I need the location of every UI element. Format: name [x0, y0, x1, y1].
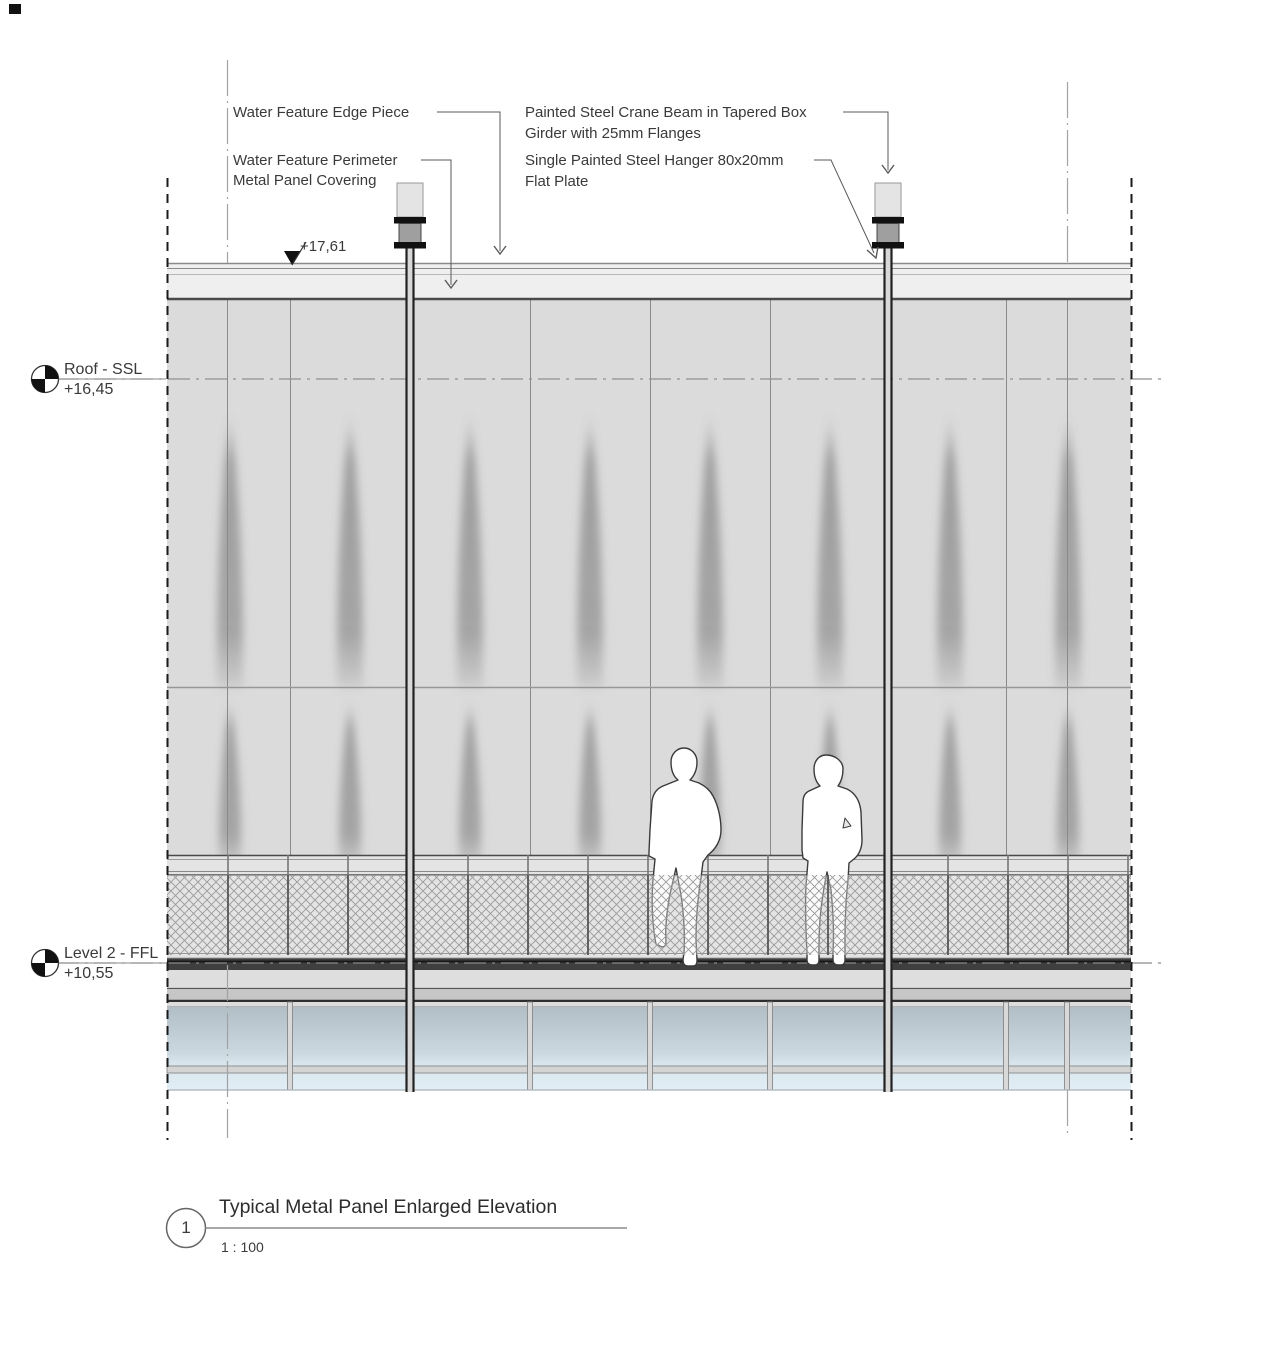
- grid-lines: [226, 60, 1069, 1138]
- datum-symbol-level2-icon: [30, 948, 166, 978]
- panel-shadow-streaks-upper: [217, 410, 1081, 688]
- label-water-feature-perimeter-line1: Water Feature Perimeter: [233, 152, 398, 169]
- datum-symbol-roof-icon: [30, 364, 166, 394]
- drawing-scale: 1 : 100: [221, 1239, 264, 1255]
- level-roof-elevation: +16,45: [64, 381, 114, 398]
- label-crane-beam-line2: Girder with 25mm Flanges: [525, 125, 701, 142]
- scope-boundary-lines: [166, 178, 1133, 1140]
- label-crane-beam-line1: Painted Steel Crane Beam in Tapered Box: [525, 104, 807, 121]
- walkway-dark-edge: [167, 959, 1131, 970]
- sheet-corner-mark: [9, 4, 21, 14]
- label-hanger-line1: Single Painted Steel Hanger 80x20mm: [525, 152, 784, 169]
- leader-lines: [421, 111, 895, 290]
- steel-hanger-left: [394, 182, 426, 1092]
- guardrail-mesh-infill: [167, 875, 1131, 955]
- level-level2-elevation: +10,55: [64, 965, 114, 982]
- steel-hanger-right: [872, 182, 904, 1092]
- figure-hand-detail: [842, 817, 852, 829]
- spot-elevation-value: +17,61: [300, 238, 347, 255]
- water-feature-glazing: [166, 1001, 1132, 1091]
- label-water-feature-edge: Water Feature Edge Piece: [233, 104, 410, 121]
- level-roof-name: Roof - SSL: [64, 361, 143, 378]
- label-hanger-line2: Flat Plate: [525, 173, 589, 190]
- guardrail-top-rail: [167, 854, 1131, 876]
- spot-elevation-marker: [284, 241, 307, 266]
- level-level2-name: Level 2 - FFL: [64, 945, 159, 962]
- drawing-title: Typical Metal Panel Enlarged Elevation: [219, 1196, 558, 1218]
- detail-number: 1: [181, 1218, 191, 1237]
- detail-callout: [165, 1207, 627, 1249]
- crane-beam-band: [167, 262, 1131, 300]
- label-water-feature-perimeter-line2: Metal Panel Covering: [233, 172, 377, 189]
- panel-joints: [227, 300, 1068, 875]
- walkway-bands: [167, 953, 1131, 1008]
- guardrail-posts: [227, 875, 1129, 955]
